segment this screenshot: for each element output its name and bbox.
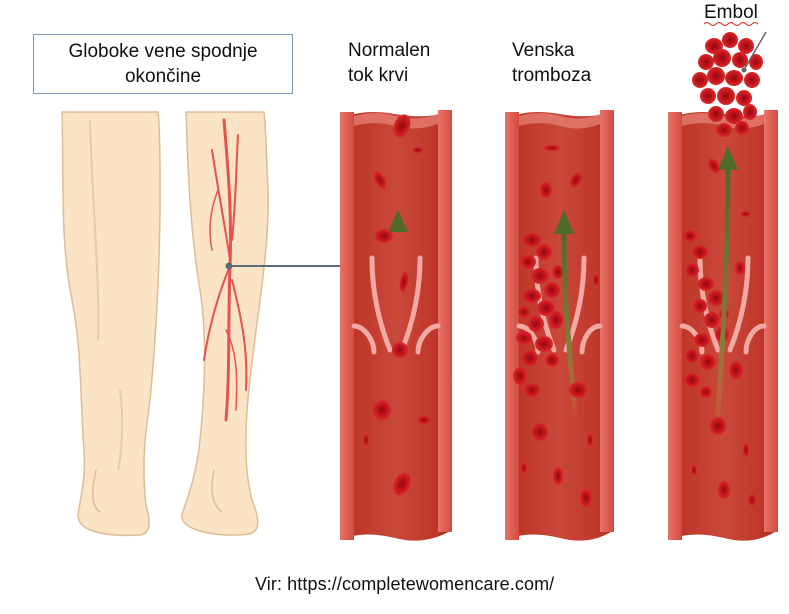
connector-dot xyxy=(225,262,233,270)
valve-icon xyxy=(727,255,751,353)
embol-pointer-line xyxy=(743,31,767,71)
vessel-thrombosis xyxy=(505,110,614,541)
red-blood-cell-icon xyxy=(521,145,599,507)
valve-icon xyxy=(369,255,393,353)
clot-icon xyxy=(683,230,729,398)
label-normal-line-2: tok krvi xyxy=(348,65,409,86)
label-normal-flow: Normalen tok krvi xyxy=(348,38,430,88)
vessel-embolus xyxy=(668,110,778,541)
label-venous-thrombosis: Venska tromboza xyxy=(512,38,591,88)
right-leg-icon xyxy=(181,111,269,536)
flow-arrow-icon xyxy=(554,210,579,421)
red-blood-cell-icon xyxy=(691,158,756,506)
valve-icon xyxy=(399,255,423,353)
legs-illustration xyxy=(61,111,269,537)
red-blood-cell-icon xyxy=(363,114,430,496)
vessel-normal xyxy=(340,110,452,541)
title-line-2: okončine xyxy=(124,66,202,87)
spellcheck-underline xyxy=(703,22,759,26)
label-venous-line-1: Venska xyxy=(512,40,575,61)
title-line-1: Globoke vene spodnje xyxy=(68,41,258,62)
label-embol: Embol xyxy=(704,2,758,23)
label-venous-line-2: tromboza xyxy=(512,65,592,86)
embolus-icon xyxy=(692,32,763,137)
clot-icon xyxy=(513,233,564,397)
label-normal-line-1: Normalen xyxy=(348,40,431,61)
left-leg-icon xyxy=(61,111,161,537)
title-box: Globoke vene spodnje okončine xyxy=(33,34,293,94)
source-citation: Vir: https://completewomencare.com/ xyxy=(255,574,555,594)
flow-arrow-icon xyxy=(713,146,738,441)
embol-pointer-dot xyxy=(741,67,747,73)
vein-icon xyxy=(203,118,248,422)
